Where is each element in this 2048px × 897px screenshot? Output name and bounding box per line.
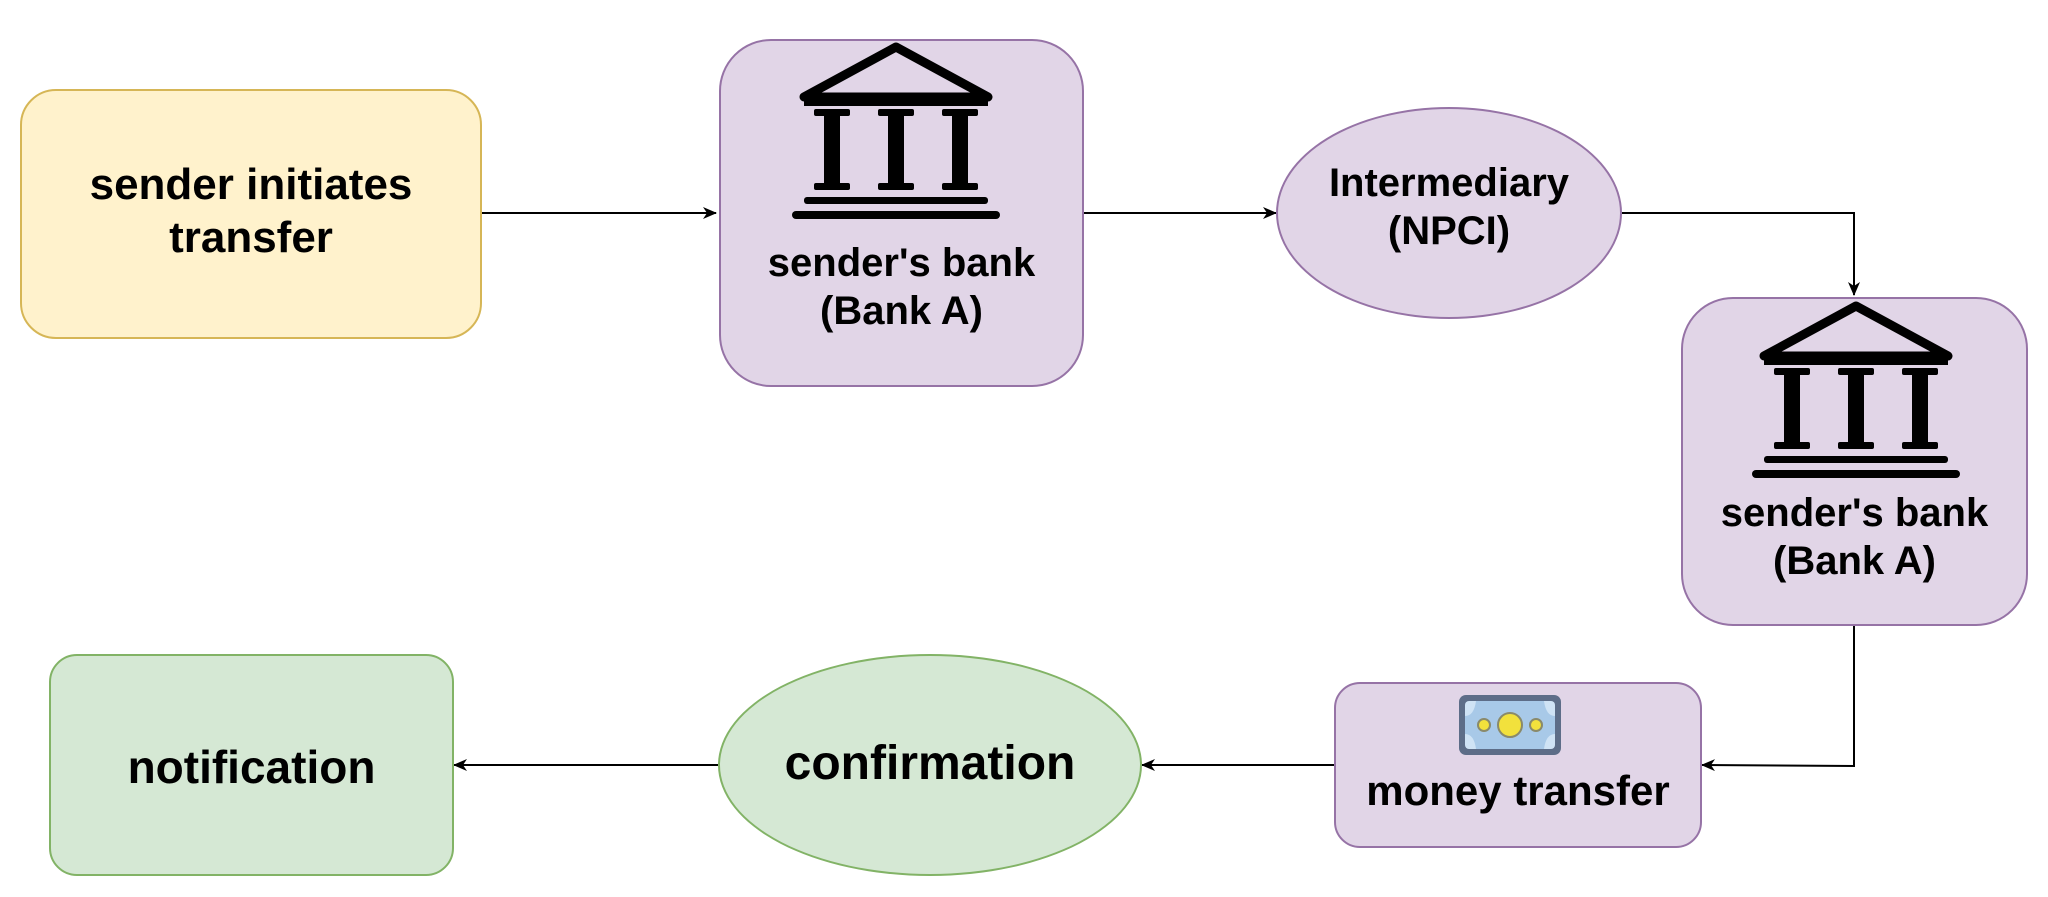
- sender-initiates-label-line2: transfer: [169, 212, 333, 262]
- bank-a-label-line1: sender's bank: [767, 241, 1036, 285]
- bank-b-node: sender's bank (Bank A): [1681, 297, 2028, 626]
- edge-npci-to-bank-b: [1622, 212, 1860, 296]
- edge-bank-b-to-money: [1701, 626, 1855, 772]
- money-transfer-label: money transfer: [1366, 767, 1670, 814]
- bank-a-label-line2: (Bank A): [820, 289, 983, 333]
- bank-a-node: sender's bank (Bank A): [719, 39, 1084, 387]
- money-transfer-node: money transfer: [1334, 682, 1702, 848]
- bank-b-label-line2: (Bank A): [1773, 539, 1936, 583]
- bank-icon: [1748, 298, 1964, 488]
- npci-label-line1: Intermediary: [1328, 161, 1570, 205]
- sender-initiates-label-line1: sender initiates: [89, 160, 413, 209]
- notification-label: notification: [127, 741, 376, 793]
- npci-label-line2: (NPCI): [1387, 209, 1511, 253]
- bank-b-label-line1: sender's bank: [1720, 491, 1989, 535]
- confirmation-label: confirmation: [784, 737, 1076, 790]
- notification-node: notification: [49, 654, 454, 876]
- confirmation-node: confirmation: [718, 654, 1142, 876]
- npci-node: Intermediary (NPCI): [1276, 107, 1622, 319]
- sender-initiates-node: sender initiates transfer: [20, 89, 482, 339]
- banknote-icon: [1456, 692, 1564, 758]
- bank-icon: [788, 39, 1004, 229]
